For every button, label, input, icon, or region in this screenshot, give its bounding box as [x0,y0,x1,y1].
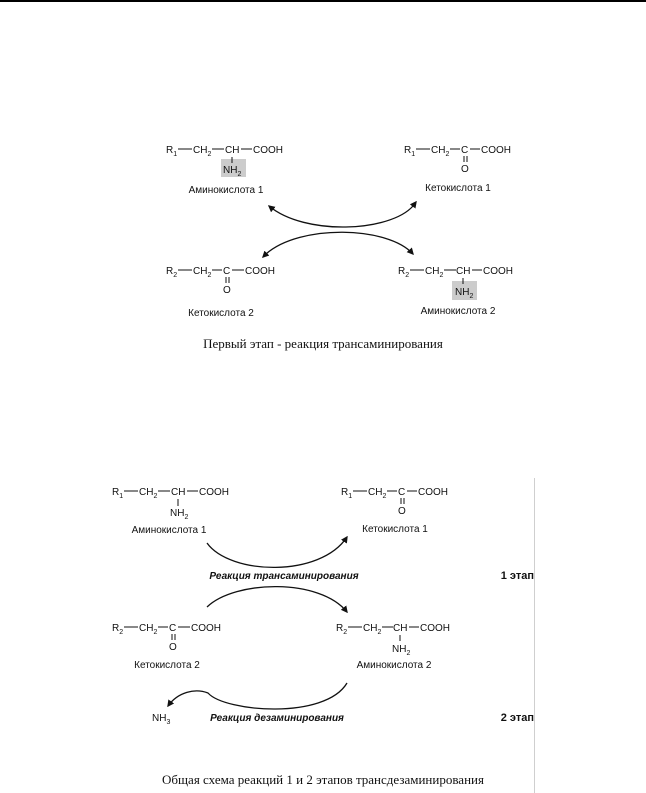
svg-text:CH: CH [393,623,407,634]
svg-text:O: O [398,506,406,517]
svg-text:CH2: CH2 [193,266,211,279]
svg-text:COOH: COOH [483,266,513,277]
fig1-amino-acid-2-structure: R2 CH2 CH COOH NH2 [398,266,513,300]
fig1-keto-acid-2-structure: R2 CH2 C COOH O [166,266,275,296]
svg-text:COOH: COOH [420,623,450,634]
svg-text:R1: R1 [341,487,352,500]
svg-text:R2: R2 [336,623,347,636]
svg-text:COOH: COOH [481,145,511,156]
fig2-stage1-label: 1 этап [501,570,534,582]
fig1-keto-acid-2-label: Кетокислота 2 [188,308,254,319]
fig2-amino-acid-1-label: Аминокислота 1 [132,525,207,536]
fig1-amino-acid-1-structure: R1 CH2 CH COOH NH2 [166,145,283,178]
svg-text:NH2: NH2 [170,508,188,521]
svg-text:R1: R1 [112,487,123,500]
fig2-keto-acid-2-label: Кетокислота 2 [134,660,200,671]
fig2-transamination-label: Реакция трансаминирования [209,571,358,582]
svg-text:C: C [169,623,176,634]
svg-text:R1: R1 [404,145,415,158]
svg-text:COOH: COOH [418,487,448,498]
fig2-caption: Общая схема реакций 1 и 2 этапов трансде… [162,772,484,787]
svg-text:COOH: COOH [253,145,283,156]
svg-text:COOH: COOH [199,487,229,498]
svg-text:CH2: CH2 [425,266,443,279]
svg-text:CH: CH [456,266,470,277]
fig1-keto-acid-1-structure: R1 CH2 C COOH O [404,145,511,175]
fig1-amino-acid-1-label: Аминокислота 1 [189,185,264,196]
svg-text:C: C [223,266,230,277]
fig2-arrow-amino1-to-keto1 [206,535,348,569]
fig1-keto-acid-1-label: Кетокислота 1 [425,183,491,194]
fig2-amino-acid-2-label: Аминокислота 2 [357,660,432,671]
figure1: R1 CH2 CH COOH NH2 Аминокислота 1 R1 CH2… [166,145,513,319]
svg-text:NH2: NH2 [392,644,410,657]
figure2: R1 CH2 CH COOH NH2 Аминокислота 1 R1 CH2… [112,487,534,726]
fig1-arrow-amino1-to-keto1 [267,205,414,228]
fig2-keto-acid-1-label: Кетокислота 1 [362,524,428,535]
svg-text:CH2: CH2 [139,487,157,500]
fig2-deamination-label: Реакция дезаминирования [210,713,344,724]
svg-text:COOH: COOH [191,623,221,634]
svg-text:R2: R2 [112,623,123,636]
svg-text:O: O [223,285,231,296]
fig2-ammonia: NH3 [152,713,170,726]
svg-text:R2: R2 [166,266,177,279]
svg-text:CH: CH [171,487,185,498]
svg-text:R2: R2 [398,266,409,279]
fig1-arrow-keto2-to-amino2 [265,231,414,256]
fig1-caption: Первый этап - реакция трансаминирования [203,336,443,351]
svg-text:CH2: CH2 [139,623,157,636]
svg-text:O: O [169,642,177,653]
amine-highlight [452,281,477,300]
svg-text:CH: CH [225,145,239,156]
svg-text:CH2: CH2 [193,145,211,158]
fig2-keto-acid-2-structure: R2 CH2 C COOH O [112,623,221,653]
amine-highlight [221,159,246,177]
scan-edge-line [534,478,535,793]
fig2-arrow-deamination [167,682,348,710]
svg-text:C: C [398,487,405,498]
fig2-amino-acid-2-structure: R2 CH2 CH COOH NH2 [336,623,450,657]
svg-text:CH2: CH2 [363,623,381,636]
fig2-keto-acid-1-structure: R1 CH2 C COOH O [341,487,448,517]
fig2-stage2-label: 2 этап [501,712,534,724]
svg-text:R1: R1 [166,145,177,158]
fig2-arrow-keto2-to-amino2 [206,586,348,614]
fig2-amino-acid-1-structure: R1 CH2 CH COOH NH2 [112,487,229,521]
svg-text:O: O [461,164,469,175]
svg-text:NH2: NH2 [455,287,473,300]
svg-text:C: C [461,145,468,156]
svg-text:CH2: CH2 [431,145,449,158]
svg-text:NH2: NH2 [223,165,241,178]
svg-text:CH2: CH2 [368,487,386,500]
svg-text:COOH: COOH [245,266,275,277]
fig1-amino-acid-2-label: Аминокислота 2 [421,306,496,317]
page-top-rule [0,0,646,2]
